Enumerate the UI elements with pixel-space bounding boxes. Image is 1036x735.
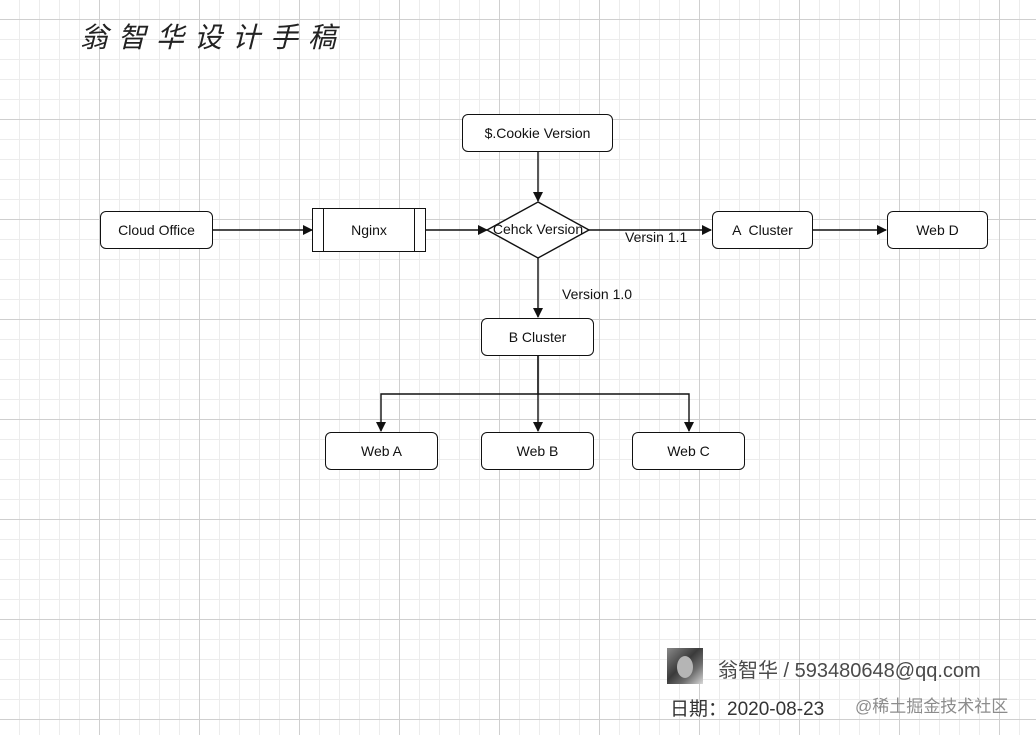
watermark: @稀土掘金技术社区 (855, 697, 1009, 716)
check-version-diamond (485, 201, 591, 259)
cloud-office-node[interactable]: Cloud Office (100, 211, 213, 249)
web-a-node[interactable]: Web A (325, 432, 438, 470)
b-cluster-node[interactable]: B Cluster (481, 318, 594, 356)
web-b-node[interactable]: Web B (481, 432, 594, 470)
date-row: 日期：2020-08-23 (670, 694, 824, 721)
edge-label-version-1-0: Version 1.0 (562, 286, 633, 302)
a-cluster-node[interactable]: A Cluster (712, 211, 813, 249)
edge-b-cluster-to-web-c (538, 393, 694, 432)
web-d-node[interactable]: Web D (887, 211, 988, 249)
edge-label-versin-1-1: Versin 1.1 (625, 229, 688, 245)
page-title: 翁智华设计手稿 (80, 21, 347, 54)
check-version-label: Cehck Version (492, 221, 584, 237)
date-value: 2020-08-23 (727, 699, 825, 720)
web-c-node[interactable]: Web C (632, 432, 745, 470)
edge-b-cluster-to-web-a (376, 356, 539, 432)
cookie-version-node[interactable]: $.Cookie Version (462, 114, 613, 152)
author-avatar (667, 648, 703, 684)
nginx-node[interactable]: Nginx (312, 208, 426, 252)
author-info: 翁智华 / 593480648@qq.com (718, 660, 981, 682)
date-label: 日期： (670, 699, 728, 720)
